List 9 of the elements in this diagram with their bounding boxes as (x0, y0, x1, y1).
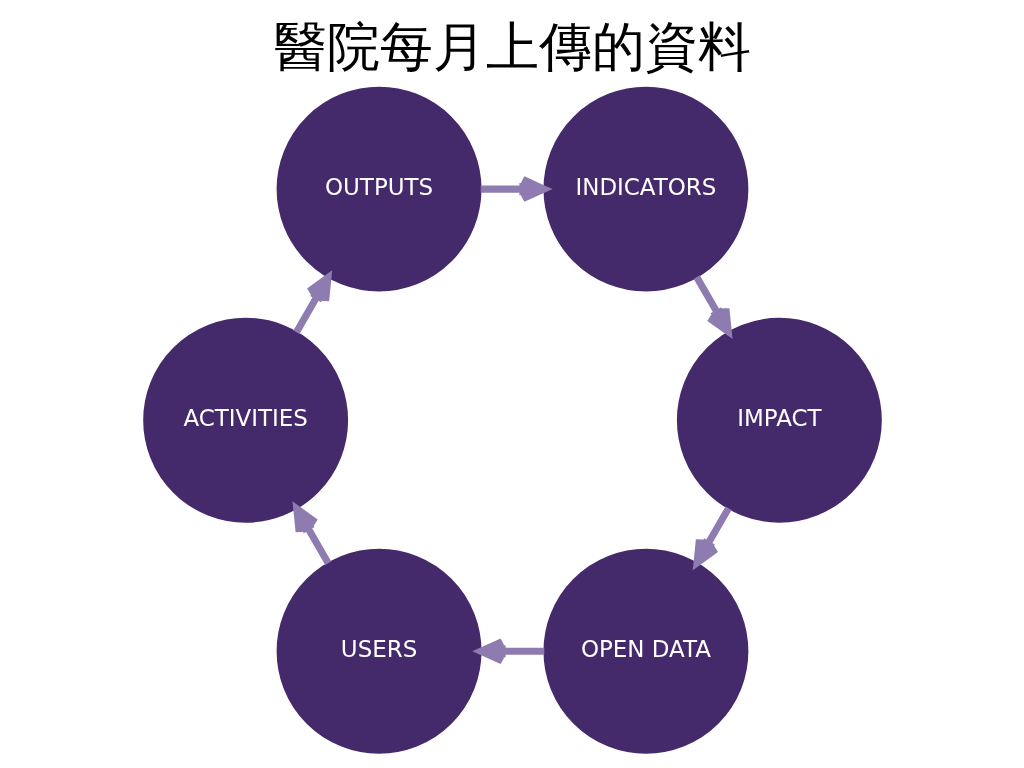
node-circle: ACTIVITIES (142, 317, 348, 523)
node-circle: IMPACT (676, 317, 882, 523)
arrow (693, 275, 732, 336)
node-circle: OPEN DATA (542, 548, 748, 754)
node-circle: OUTPUTS (276, 86, 481, 292)
node-circle: INDICATORS (542, 86, 748, 292)
arrow (693, 506, 732, 567)
node-circle: USERS (276, 548, 481, 754)
diagram-title: 醫院每月上傳的資料 (273, 15, 751, 77)
